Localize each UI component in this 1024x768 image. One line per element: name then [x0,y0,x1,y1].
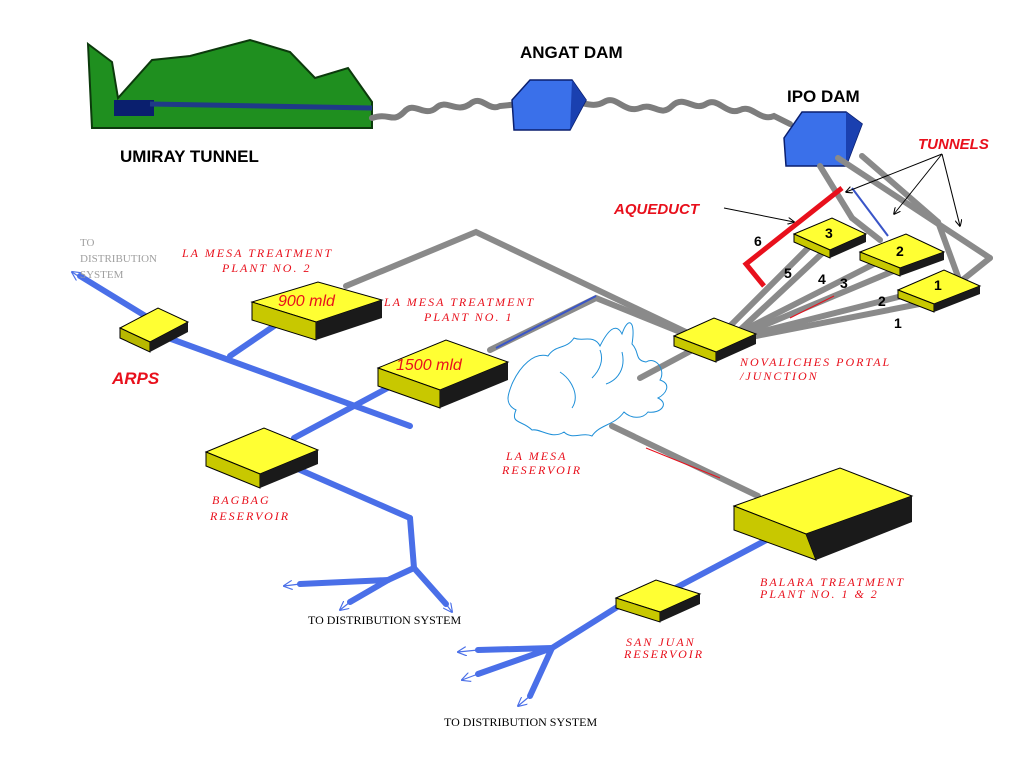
ipo-dam-label: IPO DAM [787,87,860,106]
aqueduct-number-4: 4 [818,271,826,287]
distribution-arrows [72,272,531,706]
tunnel-box-1 [896,269,982,313]
la-mesa-plant-2-label-1: LA MESA TREATMENT [181,246,333,260]
to-distribution-top-3: SYSTEM [80,269,124,281]
bagbag-label-1: BAGBAG [212,493,271,507]
umiray-tunnel-line [149,101,373,111]
la-mesa-reservoir-label-1: LA MESA [505,449,567,463]
aqueduct-red [742,186,844,288]
blue-pipe-top [77,273,155,323]
thin-blue-line [495,295,597,349]
thin-tunnel [851,187,889,237]
aqueduct-number-6: 6 [754,233,762,249]
tunnel-box-2 [858,233,946,277]
tunnels-label: TUNNELS [918,136,989,153]
la-mesa-plant-2-label-2: PLANT NO. 2 [221,261,311,275]
bagbag-label-2: RESERVOIR [209,509,290,523]
san-juan-label-2: RESERVOIR [623,647,704,661]
san-juan-box [614,579,702,623]
balara-box [732,467,914,561]
angat-dam [511,79,587,131]
novaliches-label-1: NOVALICHES PORTAL [739,355,891,369]
flow-arrow-2 [645,447,721,479]
blue-pipes [149,319,777,699]
la-mesa-plant-1-label-1: LA MESA TREATMENT [383,295,535,309]
plant-1-capacity: 1500 mld [396,357,463,374]
balara-label-1: BALARA TREATMENT [760,575,905,589]
la-mesa-plant-1-box [376,339,510,409]
tunnel-box-3 [792,217,868,259]
ipo-tunnels [817,153,993,285]
aqueduct-label: AQUEDUCT [613,201,701,218]
la-mesa-reservoir-label-2: RESERVOIR [501,463,582,477]
tunnel-box-number-2: 2 [896,243,904,259]
flow-arrow [789,295,835,319]
aqueduct-number-1: 1 [894,315,902,331]
san-juan-label-1: SAN JUAN [626,635,696,649]
aqueduct-number-2: 2 [878,293,886,309]
annotation-arrows [723,153,960,226]
arps-label: ARPS [111,369,160,388]
to-distribution-top-1: TO [80,237,95,249]
angat-river [369,97,793,127]
aqueduct-number-5: 5 [784,265,792,281]
umiray-tunnel-label: UMIRAY TUNNEL [120,147,259,166]
angat-dam-label: ANGAT DAM [520,43,623,62]
to-distribution-label-1: TO DISTRIBUTION SYSTEM [308,613,461,627]
to-distribution-label-2: TO DISTRIBUTION SYSTEM [444,715,597,729]
la-mesa-plant-2-box [250,281,384,341]
novaliches-label-2: /JUNCTION [739,369,819,383]
aqueducts-to-novaliches [727,241,943,339]
la-mesa-plant-1-label-2: PLANT NO. 1 [423,310,513,324]
novaliches-box [672,317,758,363]
tunnel-portal [114,100,154,116]
aqueduct-number-3: 3 [840,275,848,291]
bagbag-box [204,427,320,489]
to-distribution-top-2: DISTRIBUTION [80,253,157,265]
umiray-mountain [86,38,373,129]
plant-2-capacity: 900 mld [278,293,336,310]
tunnel-box-number-3: 3 [825,225,833,241]
la-mesa-reservoir-shape [507,322,668,437]
balara-label-2: PLANT NO. 1 & 2 [759,587,879,601]
arps-box [118,307,190,353]
tunnel-box-number-1: 1 [934,277,942,293]
ipo-dam [783,111,863,167]
